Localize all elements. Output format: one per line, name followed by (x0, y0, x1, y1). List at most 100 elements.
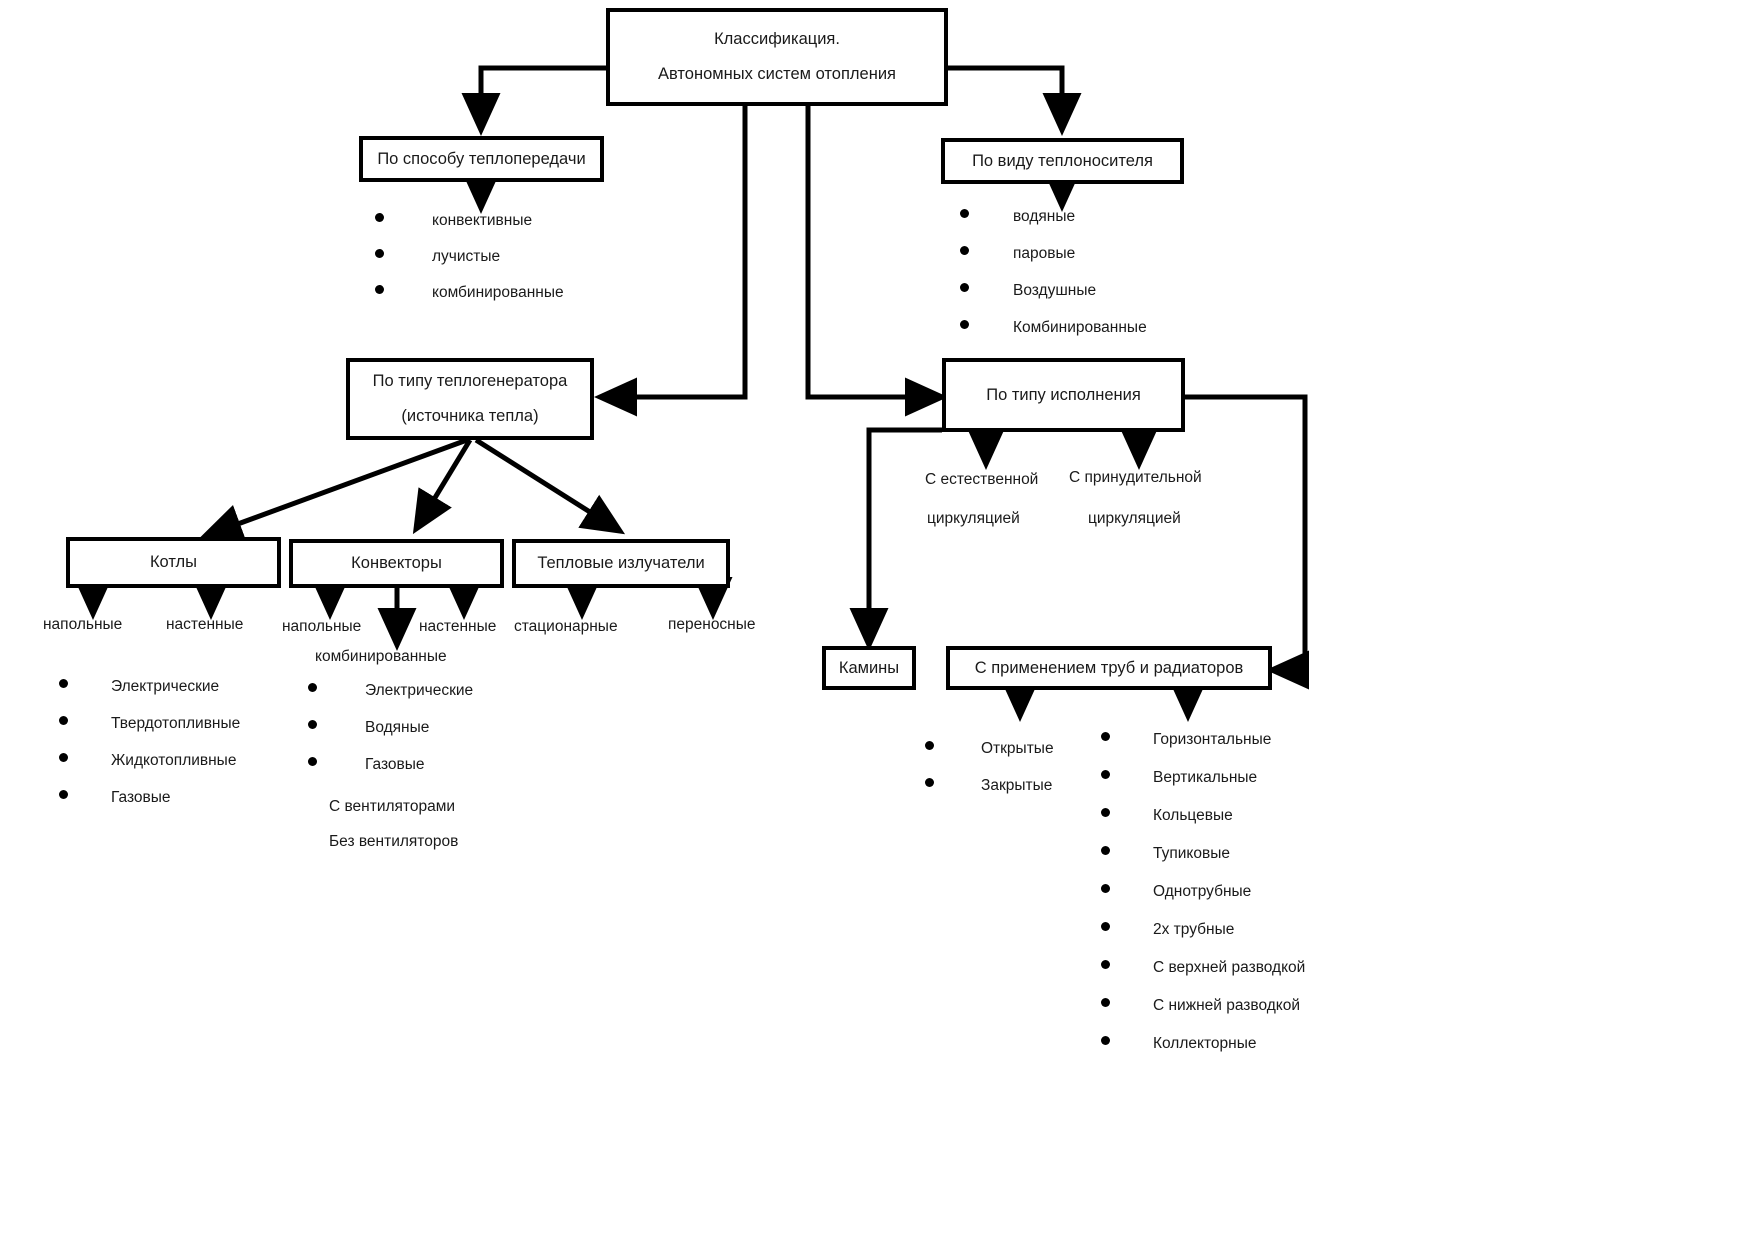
label-convector-combined: комбинированные (315, 648, 447, 665)
node-pipes-and-radiators[interactable]: С применением труб и радиаторов (946, 646, 1272, 690)
label-forced-circulation-line2: циркуляцией (1088, 510, 1181, 527)
edge-root-to-coolant (947, 65, 1082, 136)
bullet-dot-icon (59, 679, 68, 688)
list-item: Жидкотопливные (59, 752, 240, 770)
list-item: комбинированные (375, 284, 564, 302)
node-fireplaces[interactable]: Камины (822, 646, 916, 690)
bullet-dot-icon (1101, 808, 1110, 817)
label-natural-circulation-line2: циркуляцией (927, 510, 1020, 527)
node-generator-type[interactable]: По типу теплогенератора (источника тепла… (346, 358, 594, 440)
list-item: Вертикальные (1101, 769, 1305, 787)
label-forced-circulation-line1: С принудительной (1069, 469, 1202, 486)
edge-root-to-heat-transfer (461, 65, 606, 136)
coolant-type-label: По виду теплоносителя (972, 151, 1153, 170)
edge-execution-to-fireplaces (849, 427, 942, 651)
list-item: водяные (960, 208, 1147, 226)
list-item-label: водяные (1013, 208, 1076, 225)
list-item-label: С верхней разводкой (1153, 959, 1306, 976)
label-boiler-wall: настенные (166, 616, 244, 633)
list-item-label: Водяные (365, 719, 430, 736)
list-item: Электрические (59, 678, 240, 696)
boilers-label: Котлы (149, 553, 198, 572)
root-title-line2: Автономных систем отопления (658, 65, 896, 83)
node-heat-transfer[interactable]: По способу теплопередачи (359, 136, 604, 182)
list-item: Комбинированные (960, 319, 1147, 337)
node-execution-type[interactable]: По типу исполнения (942, 358, 1185, 432)
node-boilers[interactable]: Котлы (66, 537, 281, 588)
list-item-label: Электрические (111, 678, 220, 695)
list-item: Воздушные (960, 282, 1147, 300)
list-item: С нижней разводкой (1101, 997, 1305, 1015)
list-item-label: паровые (1013, 245, 1076, 262)
bullet-dot-icon (1101, 732, 1110, 741)
label-with-fans: С вентиляторами (329, 798, 456, 815)
bullet-dot-icon (1101, 884, 1110, 893)
list-item-label: Воздушные (1013, 282, 1097, 299)
list-item-label: конвективные (432, 212, 533, 229)
list-item-label: Однотрубные (1153, 883, 1252, 900)
list-item: Газовые (59, 789, 240, 807)
bullet-dot-icon (59, 716, 68, 725)
label-natural-circulation-line1: С естественной (925, 471, 1039, 488)
label-without-fans: Без вентиляторов (329, 833, 459, 850)
generator-type-label-line1: По типу теплогенератора (372, 372, 568, 391)
label-convector-floor: напольные (282, 618, 362, 635)
bullet-dot-icon (1101, 960, 1110, 969)
bullet-dot-icon (925, 778, 934, 787)
bullet-dot-icon (1101, 1036, 1110, 1045)
bullet-dot-icon (960, 246, 969, 255)
list-item-label: Тупиковые (1153, 845, 1230, 862)
edge-execution-to-piping (1185, 394, 1310, 690)
bullet-dot-icon (960, 209, 969, 218)
bullet-dot-icon (1101, 922, 1110, 931)
bullet-dot-icon (308, 757, 317, 766)
node-coolant-type[interactable]: По виду теплоносителя (941, 138, 1184, 184)
list-item-label: лучистые (432, 248, 501, 265)
execution-type-label: По типу исполнения (986, 385, 1141, 404)
bullet-dot-icon (960, 320, 969, 329)
bullet-dot-icon (375, 249, 384, 258)
list-item: Тупиковые (1101, 845, 1305, 863)
list-item-label: 2х трубные (1153, 921, 1235, 938)
bullet-dot-icon (59, 753, 68, 762)
list-item: конвективные (375, 212, 564, 230)
label-emitter-stationary: стационарные (514, 618, 618, 635)
list-coolant-items: водяные паровые Воздушные Комбинированны… (960, 208, 1147, 337)
list-item-label: Жидкотопливные (111, 752, 237, 769)
list-item-label: Коллекторные (1153, 1035, 1257, 1052)
bullet-dot-icon (925, 741, 934, 750)
list-item: Закрытые (925, 777, 1054, 795)
node-heat-emitters[interactable]: Тепловые излучатели (512, 539, 730, 588)
pipes-and-radiators-label: С применением труб и радиаторов (974, 658, 1244, 677)
node-convectors[interactable]: Конвекторы (289, 539, 504, 588)
list-item: Однотрубные (1101, 883, 1305, 901)
edge-generator-to-emitters (474, 437, 626, 535)
list-item: Кольцевые (1101, 807, 1305, 825)
list-item: Электрические (308, 682, 473, 700)
bullet-dot-icon (1101, 998, 1110, 1007)
list-item: Открытые (925, 740, 1054, 758)
root-title-line1: Классификация. (714, 30, 840, 49)
label-convector-wall: настенные (419, 618, 497, 635)
list-item: Горизонтальные (1101, 731, 1305, 749)
list-item-label: С нижней разводкой (1153, 997, 1301, 1014)
bullet-dot-icon (1101, 846, 1110, 855)
node-classification-root[interactable]: Классификация. Автономных систем отоплен… (606, 8, 948, 106)
list-fireplace-items: Открытые Закрытые (925, 740, 1054, 795)
list-item: паровые (960, 245, 1147, 263)
list-item-label: Закрытые (981, 777, 1053, 794)
list-item-label: Газовые (111, 789, 171, 806)
bullet-dot-icon (59, 790, 68, 799)
label-boiler-floor: напольные (43, 616, 123, 633)
list-item-label: Кольцевые (1153, 807, 1233, 824)
list-item-label: Твердотопливные (111, 715, 241, 732)
list-item-label: Открытые (981, 740, 1054, 757)
list-item-label: Вертикальные (1153, 769, 1258, 786)
list-piping-items: Горизонтальные Вертикальные Кольцевые Ту… (1101, 731, 1305, 1053)
edge-root-to-execution (805, 105, 948, 417)
list-item: лучистые (375, 248, 564, 266)
convectors-label: Конвекторы (351, 554, 442, 573)
list-item: 2х трубные (1101, 921, 1305, 939)
